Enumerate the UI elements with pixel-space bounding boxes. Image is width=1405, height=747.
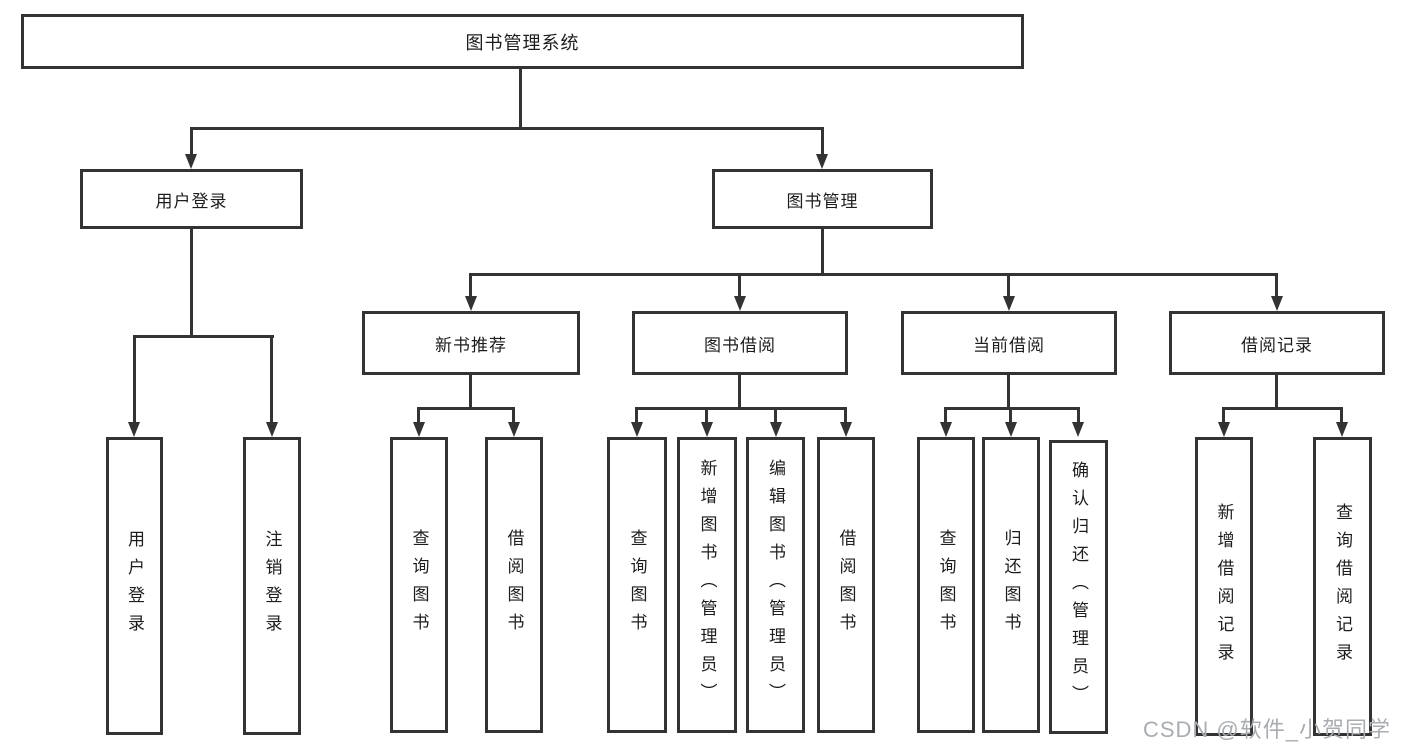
leaf-label: 借阅图书: [504, 529, 524, 641]
leaf-label: 新增图书（管理员）: [697, 459, 717, 711]
node-leaf-edit-book-admin: 编辑图书（管理员）: [746, 437, 805, 733]
node-new-book-recommend: 新书推荐: [362, 311, 580, 375]
leaf-label: 用户登录: [125, 530, 144, 642]
connector-drop: [270, 335, 273, 423]
arrow-down-icon: [1005, 422, 1017, 437]
arrow-down-icon: [701, 422, 713, 437]
watermark: CSDN @软件_小贺同学: [1142, 717, 1391, 742]
leaf-label: 编辑图书（管理员）: [766, 459, 785, 711]
connector-drop: [1077, 407, 1080, 423]
node-leaf-add-borrow-record: 新增借阅记录: [1195, 437, 1253, 736]
connector-root-trunk: [519, 69, 522, 127]
leaf-label: 查询图书: [627, 529, 647, 641]
connector-bus: [417, 407, 515, 410]
connector-bus: [1222, 407, 1343, 410]
arrow-down-icon: [508, 422, 520, 437]
arrow-down-icon: [1336, 422, 1348, 437]
leaf-label: 确认归还（管理员）: [1069, 461, 1088, 713]
node-leaf-user-login: 用户登录: [106, 437, 163, 735]
arrow-down-icon: [770, 422, 782, 437]
connector-user-login-bus: [133, 335, 274, 338]
connector-trunk: [469, 375, 472, 408]
connector-drop: [417, 407, 420, 423]
leaf-label: 注销登录: [262, 530, 282, 642]
connector-drop: [774, 407, 777, 423]
node-leaf-add-book-admin: 新增图书（管理员）: [677, 437, 737, 733]
node-leaf-confirm-return-admin: 确认归还（管理员）: [1049, 440, 1108, 734]
node-leaf-query-books-borrow: 查询图书: [607, 437, 667, 733]
arrow-down-icon: [1218, 422, 1230, 437]
connector-trunk: [1007, 375, 1010, 408]
arrow-down-icon: [816, 154, 828, 169]
connector-level2-bus: [191, 127, 824, 130]
arrow-down-icon: [465, 296, 477, 311]
connector-drop: [738, 273, 741, 297]
leaf-label: 归还图书: [1001, 529, 1021, 641]
node-leaf-query-books-current: 查询图书: [917, 437, 975, 733]
leaf-label: 新增借阅记录: [1214, 502, 1234, 671]
connector-level3-bus: [469, 273, 1278, 276]
node-book-management: 图书管理: [712, 169, 933, 229]
connector-drop: [1275, 273, 1278, 297]
connector-drop: [1007, 273, 1010, 297]
node-borrow-records: 借阅记录: [1169, 311, 1385, 375]
leaf-label: 查询图书: [936, 529, 956, 641]
node-leaf-query-borrow-record: 查询借阅记录: [1313, 437, 1372, 736]
leaf-label: 查询图书: [409, 529, 429, 641]
node-leaf-query-books-recommend: 查询图书: [390, 437, 448, 733]
connector-drop-user-login: [190, 127, 193, 155]
node-leaf-return-books: 归还图书: [982, 437, 1040, 733]
arrow-down-icon: [413, 422, 425, 437]
connector-bus: [635, 407, 846, 410]
connector-book-management-trunk: [821, 229, 824, 276]
connector-drop-book-management: [821, 127, 824, 155]
arrow-down-icon: [266, 422, 278, 437]
connector-drop: [705, 407, 708, 423]
arrow-down-icon: [1003, 296, 1015, 311]
arrow-down-icon: [734, 296, 746, 311]
connector-user-login-trunk: [190, 229, 193, 335]
node-leaf-logout: 注销登录: [243, 437, 301, 735]
arrow-down-icon: [940, 422, 952, 437]
node-library-management-system: 图书管理系统: [21, 14, 1024, 69]
connector-trunk: [1275, 375, 1278, 408]
arrow-down-icon: [631, 422, 643, 437]
connector-drop: [1340, 407, 1343, 423]
connector-drop: [133, 335, 136, 423]
connector-drop: [635, 407, 638, 423]
node-current-borrow: 当前借阅: [901, 311, 1117, 375]
node-user-login: 用户登录: [80, 169, 303, 229]
connector-trunk: [738, 375, 741, 408]
arrow-down-icon: [185, 154, 197, 169]
connector-drop: [512, 407, 515, 423]
connector-drop: [944, 407, 947, 423]
node-leaf-borrow-books: 借阅图书: [817, 437, 875, 733]
arrow-down-icon: [128, 422, 140, 437]
node-leaf-borrow-books-recommend: 借阅图书: [485, 437, 543, 733]
leaf-label: 查询借阅记录: [1333, 502, 1352, 671]
arrow-down-icon: [1271, 296, 1283, 311]
arrow-down-icon: [840, 422, 852, 437]
connector-drop: [844, 407, 847, 423]
connector-drop: [1009, 407, 1012, 423]
arrow-down-icon: [1072, 422, 1084, 437]
node-book-borrow: 图书借阅: [632, 311, 848, 375]
connector-drop: [469, 273, 472, 297]
connector-drop: [1222, 407, 1225, 423]
leaf-label: 借阅图书: [836, 529, 856, 641]
